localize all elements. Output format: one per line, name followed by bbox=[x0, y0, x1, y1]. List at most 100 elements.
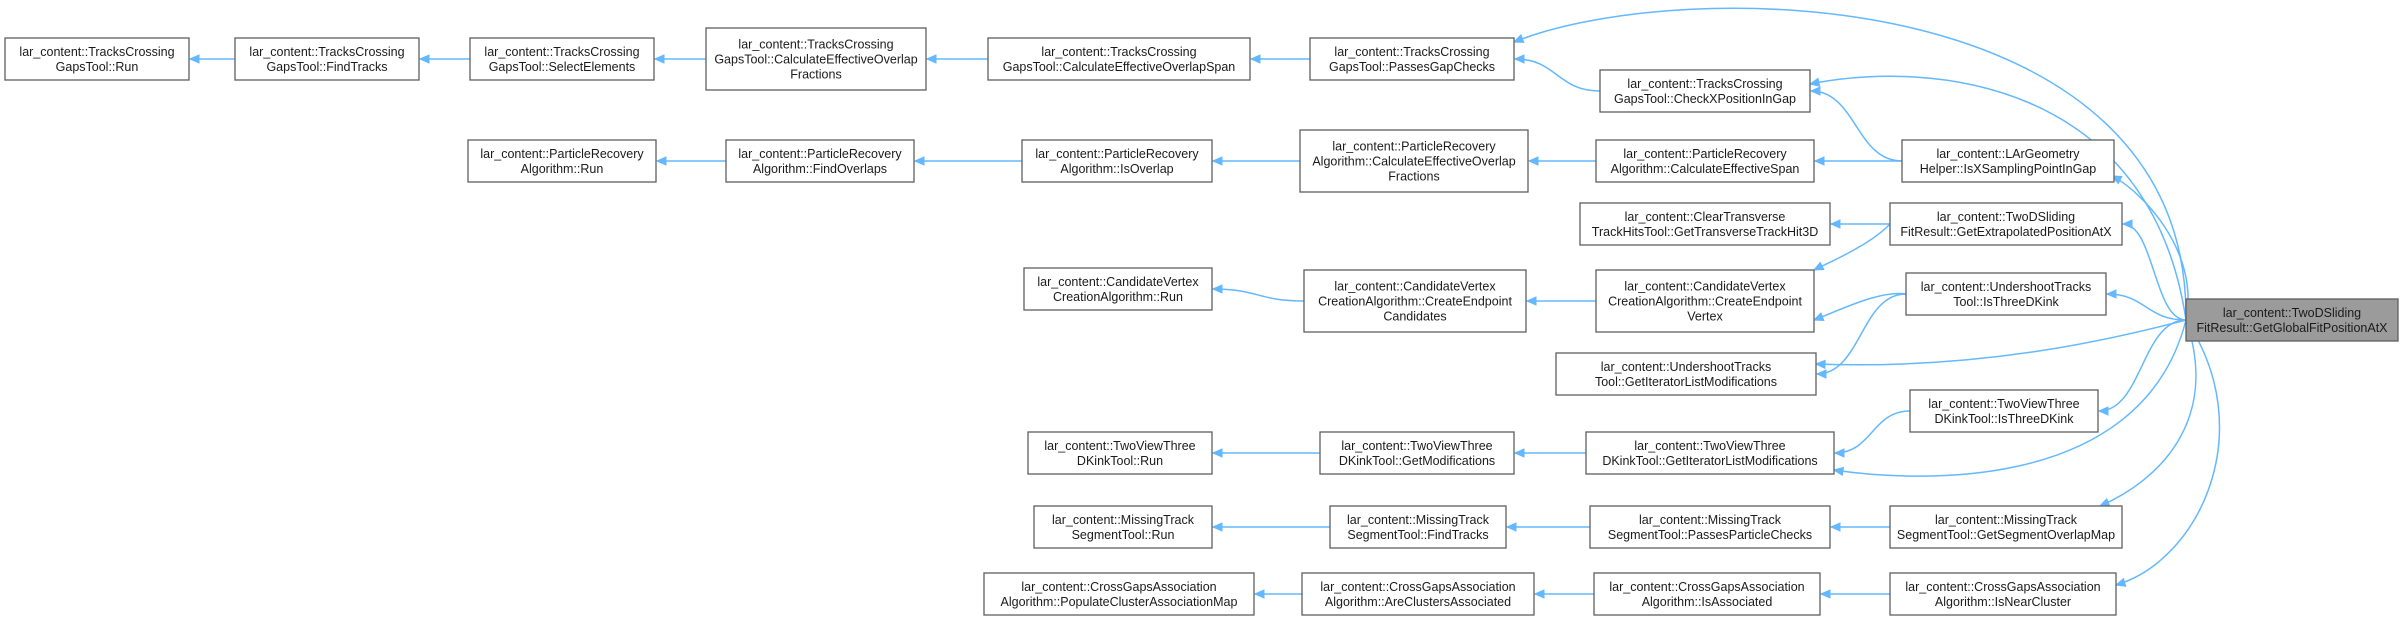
node-label-line: lar_content::TracksCrossing bbox=[1041, 45, 1196, 59]
node-label-line: lar_content::TracksCrossing bbox=[249, 45, 404, 59]
node-ctth[interactable]: lar_content::ClearTransverseTrackHitsToo… bbox=[1579, 202, 1831, 246]
node-label-line: lar_content::TracksCrossing bbox=[484, 45, 639, 59]
node-label-line: lar_content::TracksCrossing bbox=[19, 45, 174, 59]
node-tcg-select[interactable]: lar_content::TracksCrossingGapsTool::Sel… bbox=[469, 37, 655, 81]
node-pr-findoverlaps[interactable]: lar_content::ParticleRecoveryAlgorithm::… bbox=[725, 139, 915, 183]
node-box bbox=[1021, 139, 1213, 183]
node-tcg-calcfrac[interactable]: lar_content::TracksCrossingGapsTool::Cal… bbox=[705, 27, 927, 91]
node-tcg-checkx[interactable]: lar_content::TracksCrossingGapsTool::Che… bbox=[1599, 69, 1811, 113]
node-mt-overlap[interactable]: lar_content::MissingTrackSegmentTool::Ge… bbox=[1889, 505, 2123, 549]
node-cg-near[interactable]: lar_content::CrossGapsAssociationAlgorit… bbox=[1889, 572, 2117, 616]
node-pr-calcspan[interactable]: lar_content::ParticleRecoveryAlgorithm::… bbox=[1595, 139, 1815, 183]
node-tv-getmod[interactable]: lar_content::TwoViewThreeDKinkTool::GetM… bbox=[1319, 431, 1515, 475]
node-tds-extrap[interactable]: lar_content::TwoDSlidingFitResult::GetEx… bbox=[1889, 202, 2123, 246]
node-box bbox=[1889, 505, 2123, 549]
node-box bbox=[1889, 572, 2117, 616]
edge-line bbox=[2115, 319, 2221, 586]
node-tv-kink[interactable]: lar_content::TwoViewThreeDKinkTool::IsTh… bbox=[1909, 389, 2099, 433]
node-label-line: DKinkTool::GetIteratorListModifications bbox=[1602, 454, 1817, 468]
edge-arrowhead bbox=[925, 54, 937, 64]
node-cg-populate[interactable]: lar_content::CrossGapsAssociationAlgorit… bbox=[983, 572, 1255, 616]
node-cg-isassoc[interactable]: lar_content::CrossGapsAssociationAlgorit… bbox=[1593, 572, 1821, 616]
node-cv-vertex[interactable]: lar_content::CandidateVertexCreationAlgo… bbox=[1595, 269, 1815, 333]
edge-arrowhead bbox=[1513, 54, 1525, 64]
node-label-line: lar_content::TwoDSliding bbox=[2223, 306, 2361, 320]
node-box bbox=[4, 37, 190, 81]
node-geom[interactable]: lar_content::LArGeometryHelper::IsXSampl… bbox=[1901, 139, 2115, 183]
edge-arrowhead bbox=[1808, 77, 1821, 87]
node-label-line: Algorithm::IsAssociated bbox=[1642, 595, 1773, 609]
node-label-line: DKinkTool::IsThreeDKink bbox=[1935, 412, 2075, 426]
node-label-line: GapsTool::SelectElements bbox=[489, 60, 636, 74]
node-label-line: GapsTool::FindTracks bbox=[266, 60, 387, 74]
edge-root-to-tv_iter bbox=[1832, 319, 2187, 477]
edge-arrowhead bbox=[913, 156, 925, 166]
node-box bbox=[1595, 139, 1815, 183]
node-label-line: FitResult::GetExtrapolatedPositionAtX bbox=[1900, 225, 2112, 239]
node-root[interactable]: lar_content::TwoDSlidingFitResult::GetGl… bbox=[2185, 298, 2399, 342]
node-label-line: CreationAlgorithm::CreateEndpoint bbox=[1318, 295, 1512, 309]
edge-line bbox=[1833, 319, 2187, 477]
node-mt-find[interactable]: lar_content::MissingTrackSegmentTool::Fi… bbox=[1329, 505, 1507, 549]
node-box bbox=[1901, 139, 2115, 183]
node-label-line: lar_content::ParticleRecovery bbox=[1035, 147, 1199, 161]
node-box bbox=[1309, 37, 1515, 81]
node-box bbox=[1301, 572, 1535, 616]
node-box bbox=[467, 139, 657, 183]
node-pr-run[interactable]: lar_content::ParticleRecoveryAlgorithm::… bbox=[467, 139, 657, 183]
node-label-line: lar_content::MissingTrack bbox=[1639, 513, 1782, 527]
node-label-line: GapsTool::PassesGapChecks bbox=[1329, 60, 1495, 74]
node-label-line: lar_content::ParticleRecovery bbox=[1332, 140, 1496, 154]
node-tcg-calcspan[interactable]: lar_content::TracksCrossingGapsTool::Cal… bbox=[987, 37, 1251, 81]
node-label-line: Algorithm::Run bbox=[521, 162, 604, 176]
node-cg-are[interactable]: lar_content::CrossGapsAssociationAlgorit… bbox=[1301, 572, 1535, 616]
edge-line bbox=[2106, 293, 2187, 321]
node-box bbox=[705, 27, 927, 91]
edge-arrowhead bbox=[1249, 54, 1261, 64]
node-pr-calcfrac[interactable]: lar_content::ParticleRecoveryAlgorithm::… bbox=[1299, 129, 1529, 193]
node-box bbox=[1033, 505, 1213, 549]
edge-tcg_checkx-to-tcg_passes bbox=[1513, 54, 1601, 92]
edge-tcg_findtracks-to-tcg_run bbox=[188, 54, 235, 64]
node-label-line: Candidates bbox=[1383, 310, 1446, 324]
node-label-line: TrackHitsTool::GetTransverseTrackHit3D bbox=[1592, 225, 1818, 239]
node-label-line: lar_content::UndershootTracks bbox=[1921, 280, 2091, 294]
edge-tcg_passes-to-tcg_calcspan bbox=[1249, 54, 1310, 64]
edge-tcg_select-to-tcg_findtracks bbox=[418, 54, 470, 64]
node-box bbox=[1905, 272, 2107, 316]
node-mt-run[interactable]: lar_content::MissingTrackSegmentTool::Ru… bbox=[1033, 505, 1213, 549]
edge-line bbox=[2099, 319, 2197, 507]
node-label-line: Tool::GetIteratorListModifications bbox=[1595, 375, 1777, 389]
edge-cv_cands-to-cv_run bbox=[1211, 284, 1305, 302]
node-box bbox=[725, 139, 915, 183]
node-cv-cands[interactable]: lar_content::CandidateVertexCreationAlgo… bbox=[1303, 269, 1527, 333]
edge-arrowhead bbox=[1813, 156, 1825, 166]
node-label-line: lar_content::TwoViewThree bbox=[1044, 439, 1195, 453]
node-label-line: FitResult::GetGlobalFitPositionAtX bbox=[2196, 321, 2388, 335]
edge-line bbox=[1212, 288, 1305, 302]
edge-tds_extrap-to-ctth bbox=[1829, 219, 1890, 229]
node-tcg-findtracks[interactable]: lar_content::TracksCrossingGapsTool::Fin… bbox=[234, 37, 420, 81]
edge-arrowhead bbox=[1833, 448, 1845, 458]
node-cv-run[interactable]: lar_content::CandidateVertexCreationAlgo… bbox=[1023, 267, 1213, 311]
node-tv-iter[interactable]: lar_content::TwoViewThreeDKinkTool::GetI… bbox=[1585, 431, 1835, 475]
node-label-line: lar_content::TracksCrossing bbox=[738, 38, 893, 52]
node-mt-passes[interactable]: lar_content::MissingTrackSegmentTool::Pa… bbox=[1589, 505, 1831, 549]
node-label-line: GapsTool::CalculateEffectiveOverlap bbox=[714, 53, 917, 67]
node-tcg-passes[interactable]: lar_content::TracksCrossingGapsTool::Pas… bbox=[1309, 37, 1515, 81]
node-label-line: Algorithm::AreClustersAssociated bbox=[1325, 595, 1511, 609]
edge-tv_iter-to-tv_getmod bbox=[1513, 448, 1586, 458]
edge-arrowhead bbox=[1211, 522, 1223, 532]
node-label-line: CreationAlgorithm::CreateEndpoint bbox=[1608, 295, 1802, 309]
node-pr-isoverlap[interactable]: lar_content::ParticleRecoveryAlgorithm::… bbox=[1021, 139, 1213, 183]
edge-root-to-ut_iter bbox=[1814, 319, 2187, 370]
node-box bbox=[1319, 431, 1515, 475]
node-ut-iter[interactable]: lar_content::UndershootTracksTool::GetIt… bbox=[1555, 352, 1817, 396]
node-label-line: lar_content::ParticleRecovery bbox=[480, 147, 644, 161]
edge-line bbox=[1514, 58, 1601, 92]
node-label-line: Algorithm::IsNearCluster bbox=[1935, 595, 2071, 609]
node-ut-kink[interactable]: lar_content::UndershootTracksTool::IsThr… bbox=[1905, 272, 2107, 316]
